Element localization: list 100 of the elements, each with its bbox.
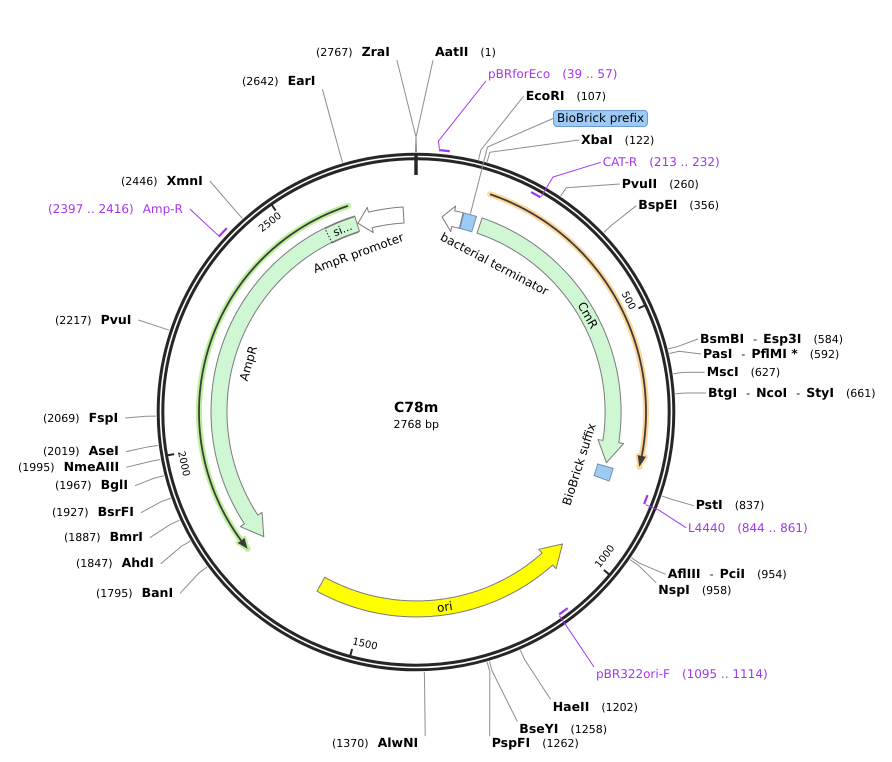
- leader-line: [662, 496, 694, 506]
- feature-segment: [459, 212, 478, 232]
- leader-line: [540, 162, 602, 198]
- leader-line: [140, 498, 172, 514]
- primer-name: pBRforEco: [488, 67, 550, 81]
- cut-site-position: (1258): [570, 722, 608, 736]
- primer-range: (213 .. 232): [649, 155, 720, 170]
- cut-site-position: (2019): [43, 445, 80, 460]
- cut-site-position: (1995): [18, 460, 55, 475]
- primer-name: pBR322ori-F: [596, 667, 670, 681]
- cut-site-position: (1887): [64, 531, 101, 546]
- leader-line: [416, 60, 434, 152]
- leader-line: [470, 118, 554, 214]
- separator-dash: -: [710, 568, 714, 582]
- enzyme-name: NcoI: [756, 386, 788, 400]
- feature-label: CmR: [574, 300, 600, 332]
- feature-label: AmpR: [238, 344, 260, 383]
- cut-site-position: (584): [813, 332, 844, 346]
- separator-dash: -: [753, 332, 758, 346]
- leader-line: [478, 96, 524, 160]
- cut-site-position: (2446): [121, 174, 158, 188]
- enzyme-name: XbaI: [581, 132, 613, 146]
- cut-site-position: (1202): [601, 700, 638, 714]
- cut-site-position: (1370): [332, 737, 369, 752]
- leader-line: [180, 566, 208, 594]
- cut-site-position: (107): [576, 90, 606, 104]
- primer-name: CAT-R: [602, 155, 638, 170]
- leader-line: [630, 557, 666, 575]
- primer-site-mark: [643, 494, 650, 506]
- enzyme-name: NmeAIII: [64, 460, 120, 474]
- leader-line: [138, 320, 170, 331]
- primer-site-mark: [438, 148, 452, 152]
- separator-dash: -: [741, 348, 746, 362]
- enzyme-name: AatII: [435, 45, 468, 60]
- enzyme-name: HaeII: [552, 700, 590, 714]
- enzyme-name: PstI: [696, 498, 723, 512]
- enzyme-name: BsmBI: [700, 332, 744, 346]
- enzyme-name: AseI: [88, 444, 119, 458]
- leader-line: [672, 372, 706, 374]
- enzyme-name: AlwNI: [378, 736, 418, 750]
- cut-site-position: (1795): [96, 586, 133, 601]
- separator-dash: -: [796, 386, 800, 400]
- feature-label-box: BioBrick prefix: [553, 110, 648, 127]
- enzyme-name: XmnI: [166, 174, 203, 188]
- leader-line: [149, 520, 180, 538]
- leader-line: [486, 662, 490, 737]
- primer-site-mark: [530, 191, 542, 199]
- tick-label: 500: [618, 290, 637, 312]
- leader-line: [558, 615, 594, 668]
- primer-site-mark: [218, 226, 228, 238]
- leader-line: [160, 540, 191, 564]
- cut-site-position: (2767): [316, 46, 353, 60]
- leader-line: [645, 504, 686, 528]
- enzyme-name: StyI: [806, 386, 834, 400]
- leader-line: [124, 416, 157, 418]
- enzyme-name: BtgI: [708, 386, 738, 400]
- enzyme-name: Esp3I: [763, 332, 802, 346]
- cut-site-position: (1967): [55, 479, 92, 494]
- cut-site-position: (2217): [55, 314, 92, 328]
- cut-site-position: (2642): [242, 75, 279, 90]
- enzyme-name: EcoRI: [526, 88, 564, 102]
- primer-name: Amp-R: [142, 202, 183, 216]
- enzyme-name: FspI: [88, 410, 118, 424]
- leader-line: [668, 338, 698, 350]
- leader-line: [560, 184, 620, 196]
- plasmid-name: C78m: [394, 400, 438, 414]
- enzyme-name: PspFI: [492, 736, 530, 750]
- enzyme-name: AflIII: [668, 566, 701, 581]
- enzyme-name: BseYI: [519, 722, 558, 736]
- enzyme-name: BsrFI: [98, 505, 134, 520]
- cut-site-position: (122): [624, 134, 654, 148]
- leader-line: [396, 60, 416, 152]
- cut-site-position: (1): [480, 46, 496, 60]
- enzyme-name: EarI: [288, 74, 316, 88]
- enzyme-name: BglI: [100, 478, 128, 492]
- leader-line: [674, 392, 706, 394]
- cut-site-position: (837): [734, 499, 764, 514]
- enzyme-name: AhdI: [122, 556, 154, 570]
- cut-site-position: (954): [757, 568, 787, 582]
- cut-site-position: (627): [750, 366, 780, 380]
- leader-line: [134, 475, 164, 486]
- enzyme-name: BanI: [142, 586, 174, 600]
- leader-line: [322, 88, 344, 164]
- enzyme-name: PasI: [703, 346, 732, 360]
- enzyme-name: PciI: [720, 566, 746, 581]
- enzyme-name: ZraI: [362, 45, 390, 60]
- cut-site-position: (2069): [43, 412, 80, 426]
- feature-label: si...: [330, 220, 354, 240]
- enzyme-name: PflMI *: [751, 346, 798, 360]
- leader-line: [630, 559, 657, 584]
- leader-line: [668, 350, 702, 354]
- leader-line: [209, 180, 243, 219]
- leader-line: [125, 445, 159, 452]
- leader-line: [520, 650, 552, 700]
- leader-line: [603, 205, 637, 233]
- tick-label: 2000: [175, 450, 191, 478]
- primer-range: (1095 .. 1114): [682, 667, 768, 681]
- enzyme-name: BspEI: [638, 198, 678, 212]
- cut-site-position: (260): [669, 178, 699, 192]
- enzyme-name: PvuI: [100, 312, 132, 326]
